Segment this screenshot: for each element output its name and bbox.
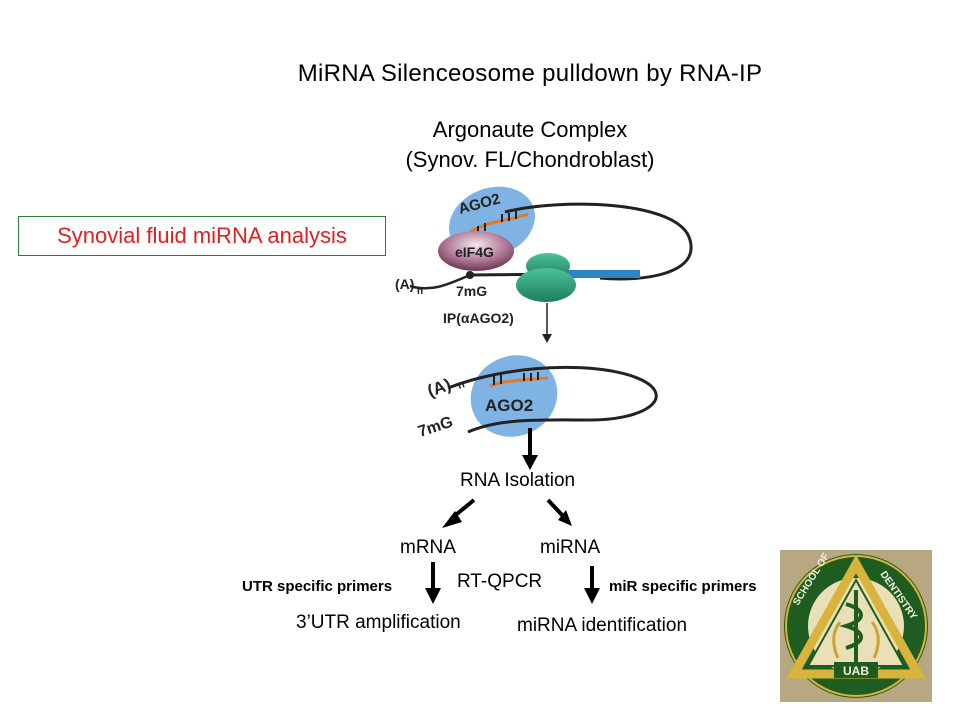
ribosome-large xyxy=(516,268,576,302)
ago2-bottom-label: AGO2 xyxy=(485,396,533,415)
poly-a-tail xyxy=(409,273,471,290)
polya-sub-top: n xyxy=(417,286,423,297)
eif4g-label: eIF4G xyxy=(455,244,494,260)
utr-amplification-label: 3’UTR amplification xyxy=(296,612,461,633)
mrna-arrow-head xyxy=(425,588,441,604)
cap-dot xyxy=(466,271,474,279)
mir-primers-label: miR specific primers xyxy=(609,578,757,595)
mirna-arrow-head xyxy=(584,588,600,604)
branch-right-shaft xyxy=(546,498,565,518)
mirna-pairing-top xyxy=(477,211,517,234)
mirna-pairing-bottom xyxy=(493,372,539,385)
rna-isolation-label: RNA Isolation xyxy=(460,470,576,491)
subtitle-line1: Argonaute Complex xyxy=(432,117,628,142)
branch-right-head xyxy=(558,510,572,526)
highlight-box: Synovial fluid miRNA analysis xyxy=(18,216,386,256)
mrna-loop-top xyxy=(504,202,693,281)
mrna-label: mRNA xyxy=(400,537,456,558)
rt-qpcr-label: RT-QPCR xyxy=(457,571,543,592)
polya-sub-bottom: n xyxy=(456,378,467,392)
ip-arrow-head xyxy=(542,334,552,343)
mirna-strand-top xyxy=(469,212,529,234)
cap-label-bottom: 7mG xyxy=(416,414,455,441)
cap-label-top: 7mG xyxy=(456,283,487,299)
orf-bar xyxy=(565,270,640,278)
subtitle-line2: (Synov. FL/Chondroblast) xyxy=(405,147,655,172)
polya-label-bottom: (A) xyxy=(425,375,454,401)
isolation-arrow-head xyxy=(522,455,538,470)
mrna-loop-bottom xyxy=(447,365,658,434)
svg-text:UAB: UAB xyxy=(843,664,869,678)
eif4g-blob xyxy=(438,231,514,271)
mirna-label: miRNA xyxy=(540,537,601,558)
mirna-identification-label: miRNA identification xyxy=(517,615,688,636)
ip-label: IP(αAGO2) xyxy=(443,310,514,326)
school-of-dentistry-logo: UAB SCHOOL OF DENTISTRY xyxy=(780,550,932,702)
branch-left-head xyxy=(442,511,462,528)
utr-primers-label: UTR specific primers xyxy=(242,578,393,595)
page-title: MiRNA Silenceosome pulldown by RNA-IP xyxy=(297,60,763,87)
polya-label-top: (A) xyxy=(395,276,414,292)
